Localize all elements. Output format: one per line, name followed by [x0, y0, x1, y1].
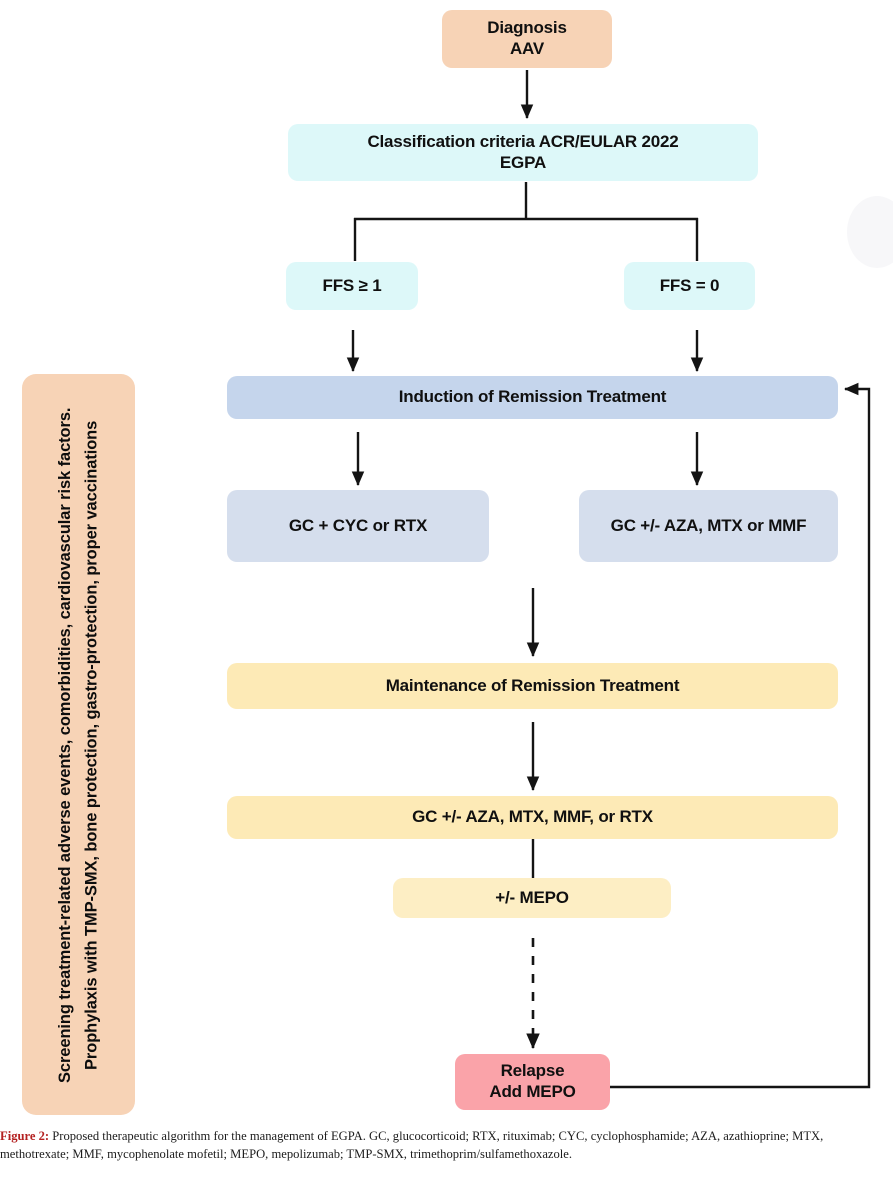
node-induction-of-remission-treatment[interactable]: Induction of Remission Treatment	[227, 376, 838, 419]
figure-caption-label: Figure 2:	[0, 1129, 50, 1143]
sidebar-monitoring-note-text: Screening treatment-related adverse even…	[55, 406, 101, 1083]
node-diagnosis-aav[interactable]: Diagnosis AAV	[442, 10, 612, 68]
node-plus-minus-mepo[interactable]: +/- MEPO	[393, 878, 671, 918]
node-gc-aza-mtx-or-mmf[interactable]: GC +/- AZA, MTX or MMF	[579, 490, 838, 562]
node-ffs-greater-equal-one[interactable]: FFS ≥ 1	[286, 262, 418, 310]
node-gc-aza-mtx-mmf-or-rtx[interactable]: GC +/- AZA, MTX, MMF, or RTX	[227, 796, 838, 839]
node-gc-cyc-or-rtx[interactable]: GC + CYC or RTX	[227, 490, 489, 562]
decorative-circle	[847, 196, 893, 268]
node-maintenance-of-remission-treatment[interactable]: Maintenance of Remission Treatment	[227, 663, 838, 709]
sidebar-monitoring-note: Screening treatment-related adverse even…	[22, 374, 135, 1115]
node-classification-criteria[interactable]: Classification criteria ACR/EULAR 2022 E…	[288, 124, 758, 181]
node-ffs-zero[interactable]: FFS = 0	[624, 262, 755, 310]
node-relapse-add-mepo[interactable]: Relapse Add MEPO	[455, 1054, 610, 1110]
figure-caption-text: Proposed therapeutic algorithm for the m…	[0, 1129, 824, 1161]
figure-caption: Figure 2: Proposed therapeutic algorithm…	[0, 1128, 880, 1164]
